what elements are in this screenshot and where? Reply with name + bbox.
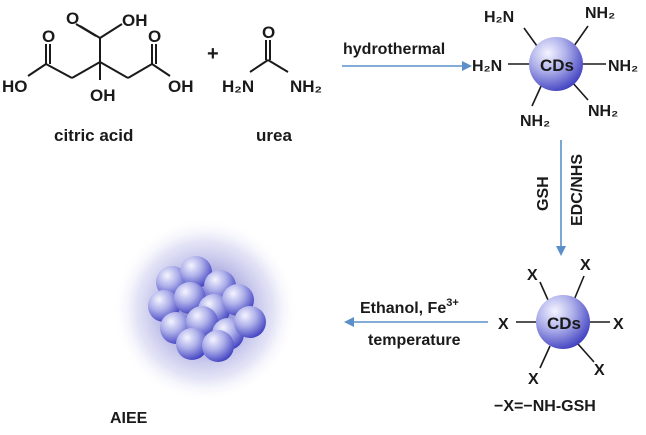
cd-amine-group-right: NH₂ [608, 58, 638, 75]
citric-acid-structure [27, 23, 171, 80]
cd-amine-group-bottom-left: NH₂ [520, 113, 550, 130]
cd-gsh-group-top-left: X [527, 267, 538, 284]
cd-amine-core [529, 37, 583, 91]
aiee-label: AIEE [110, 410, 148, 427]
gsh-label: GSH [535, 176, 552, 211]
edc-nhs-label: EDC/NHS [569, 154, 586, 226]
citric-oh-top: OH [122, 11, 148, 30]
urea-carbonyl-o: O [262, 23, 275, 42]
citric-carbonyl-o-left: O [42, 27, 55, 46]
aggregate-sphere [180, 256, 212, 288]
citric-ho-left: HO [2, 77, 28, 96]
cd-gsh-core-label: CDs [547, 314, 581, 333]
cd-gsh-group-left: X [498, 316, 509, 333]
aggregate-sphere [174, 282, 206, 314]
ethanol-fe-label: Ethanol, Fe3+ [360, 297, 459, 317]
cd-amine-group-left: H₂N [472, 58, 502, 75]
citric-acid-label: citric acid [54, 126, 133, 145]
hydrothermal-label: hydrothermal [343, 41, 445, 58]
urea-structure [249, 40, 289, 73]
urea-label: urea [256, 126, 292, 145]
fe-charge-superscript: 3+ [446, 297, 459, 309]
citric-carbonyl-o-right: O [148, 27, 161, 46]
cd-gsh-particle: CDs [516, 275, 610, 369]
cd-gsh-group-bottom-left: X [528, 371, 539, 388]
temperature-label: temperature [368, 332, 461, 349]
aiee-aggregate [113, 218, 297, 402]
aggregate-spheres [148, 256, 266, 362]
cd-amine-core-label: CDs [540, 56, 574, 75]
cd-amine-group-top-right: NH₂ [585, 5, 615, 22]
urea-nh2: NH₂ [290, 77, 322, 96]
ethanol-fe-text: Ethanol, Fe [360, 300, 446, 317]
cd-gsh-group-top-right: X [580, 257, 591, 274]
citric-oh-mid: OH [90, 86, 116, 105]
aggregate-sphere [234, 306, 266, 338]
citric-oh-right: OH [168, 77, 194, 96]
cd-amine-group-top-left: H₂N [484, 9, 514, 26]
x-definition: −X=−NH-GSH [494, 398, 596, 415]
cd-gsh-core [536, 295, 590, 349]
cd-gsh-group-right: X [613, 316, 624, 333]
aggregate-sphere [176, 328, 208, 360]
plus-sign: + [207, 43, 219, 65]
cd-amine-particle: CDs [508, 25, 606, 107]
cd-gsh-group-bottom-right: X [594, 362, 605, 379]
aggregate-sphere [202, 330, 234, 362]
urea-h2n: H₂N [222, 77, 254, 96]
cd-amine-group-bottom-right: NH₂ [588, 103, 618, 120]
citric-carbonyl-o-top: O [66, 9, 79, 28]
